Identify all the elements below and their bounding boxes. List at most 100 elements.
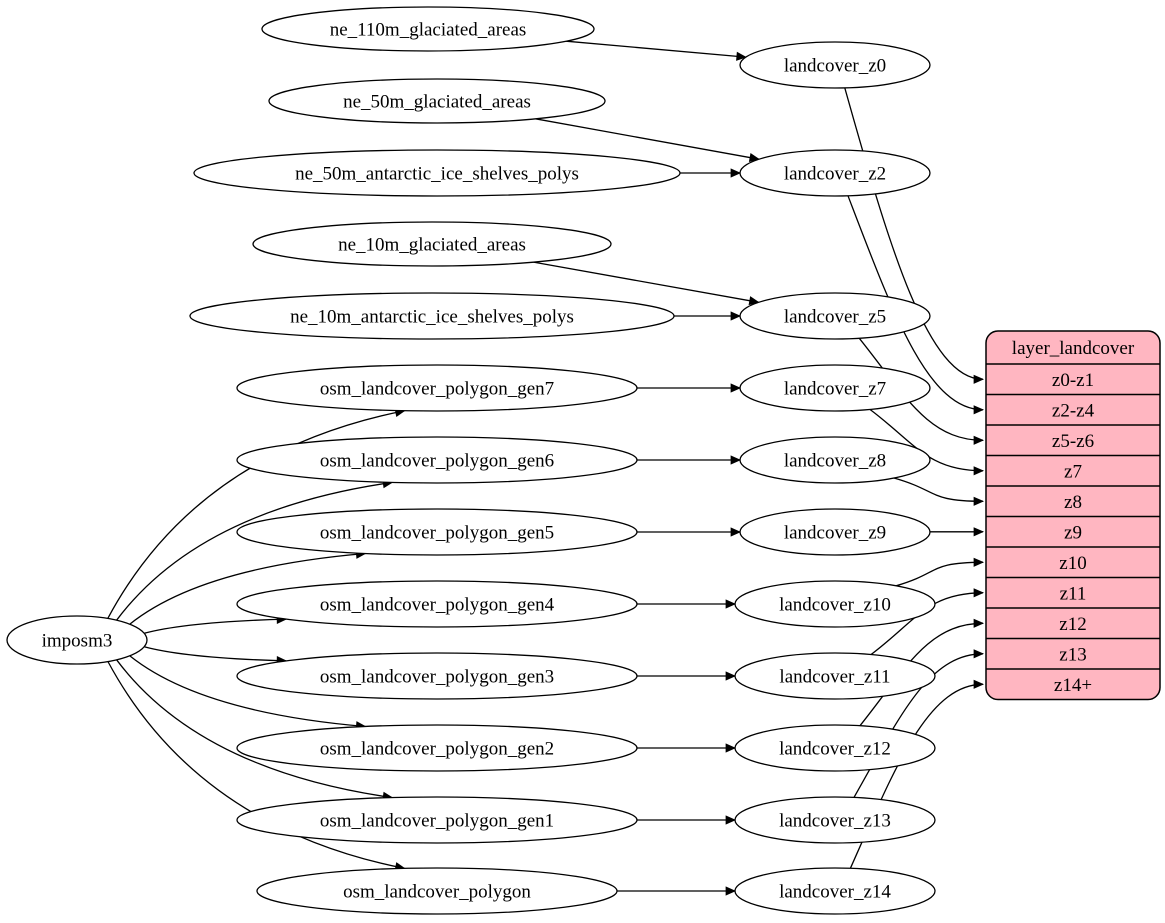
- node-shape-landcover_z14: [734, 867, 936, 915]
- node-shape-landcover_z10: [734, 580, 936, 628]
- node-label-landcover_z14: landcover_z14: [779, 882, 891, 903]
- node-osm_landcover_polygon_gen2: osm_landcover_polygon_gen2: [236, 724, 638, 772]
- node-label-ne_50m_antarctic_ice_shelves_polys: ne_50m_antarctic_ice_shelves_polys: [295, 164, 579, 185]
- node-label-osm_landcover_polygon_gen7: osm_landcover_polygon_gen7: [320, 379, 554, 400]
- node-label-landcover_z2: landcover_z2: [784, 164, 886, 185]
- node-label-landcover_z13: landcover_z13: [779, 811, 891, 832]
- record-layer_landcover: layer_landcoverz0-z1z2-z4z5-z6z7z8z9z10z…: [985, 330, 1161, 701]
- edge-ne_50m_glaciated_areas-to-landcover_z2: [535, 118, 760, 163]
- edge-landcover_z0-to-layer_landcover-row-z0-z1: [844, 87, 985, 384]
- node-osm_landcover_polygon_gen1: osm_landcover_polygon_gen1: [236, 796, 638, 844]
- edge-imposm3-to-osm_landcover_polygon_gen3: [144, 646, 288, 666]
- node-imposm3: imposm3: [6, 615, 148, 665]
- node-shape-imposm3: [6, 615, 148, 665]
- node-shape-landcover_z0: [739, 41, 931, 89]
- node-label-landcover_z10: landcover_z10: [779, 595, 891, 616]
- node-label-osm_landcover_polygon: osm_landcover_polygon: [343, 882, 531, 903]
- record-title: layer_landcover: [1012, 338, 1135, 359]
- node-osm_landcover_polygon_gen4: osm_landcover_polygon_gen4: [236, 580, 638, 628]
- node-shape-landcover_z7: [739, 364, 931, 412]
- node-shape-ne_10m_antarctic_ice_shelves_polys: [189, 292, 675, 340]
- node-landcover_z5: landcover_z5: [739, 292, 931, 340]
- node-shape-landcover_z11: [734, 652, 936, 700]
- record-row-z7: z7: [1064, 461, 1082, 482]
- record-row-z0-z1: z0-z1: [1052, 370, 1094, 391]
- node-landcover_z0: landcover_z0: [739, 41, 931, 89]
- node-shape-ne_50m_antarctic_ice_shelves_polys: [193, 149, 681, 197]
- node-label-landcover_z5: landcover_z5: [784, 307, 886, 328]
- edge-landcover_z8-to-layer_landcover-row-z8: [893, 477, 985, 506]
- node-ne_110m_glaciated_areas: ne_110m_glaciated_areas: [261, 6, 595, 52]
- edge-imposm3-to-osm_landcover_polygon_gen1: [116, 659, 394, 801]
- node-label-landcover_z0: landcover_z0: [784, 56, 886, 77]
- node-ne_50m_glaciated_areas: ne_50m_glaciated_areas: [268, 78, 606, 124]
- node-label-osm_landcover_polygon_gen3: osm_landcover_polygon_gen3: [320, 667, 554, 688]
- node-osm_landcover_polygon: osm_landcover_polygon: [256, 867, 618, 915]
- node-landcover_z12: landcover_z12: [734, 724, 936, 772]
- record-row-z10: z10: [1059, 553, 1086, 574]
- node-shape-landcover_z2: [739, 149, 931, 197]
- node-landcover_z9: landcover_z9: [739, 508, 931, 556]
- node-shape-osm_landcover_polygon_gen4: [236, 580, 638, 628]
- record-row-z12: z12: [1059, 614, 1086, 635]
- node-ne_10m_glaciated_areas: ne_10m_glaciated_areas: [252, 221, 612, 267]
- node-shape-landcover_z12: [734, 724, 936, 772]
- node-shape-landcover_z13: [734, 796, 936, 844]
- edge-landcover_z12-to-layer_landcover-row-z12: [859, 618, 985, 727]
- node-osm_landcover_polygon_gen5: osm_landcover_polygon_gen5: [236, 508, 638, 556]
- node-landcover_z2: landcover_z2: [739, 149, 931, 197]
- node-landcover_z10: landcover_z10: [734, 580, 936, 628]
- node-shape-osm_landcover_polygon_gen2: [236, 724, 638, 772]
- edge-imposm3-to-osm_landcover_polygon_gen4: [144, 614, 288, 634]
- record-row-z2-z4: z2-z4: [1052, 400, 1095, 421]
- node-shape-ne_110m_glaciated_areas: [261, 6, 595, 52]
- node-shape-osm_landcover_polygon_gen5: [236, 508, 638, 556]
- node-label-ne_50m_glaciated_areas: ne_50m_glaciated_areas: [343, 92, 531, 113]
- node-shape-osm_landcover_polygon_gen3: [236, 652, 638, 700]
- node-label-ne_10m_antarctic_ice_shelves_polys: ne_10m_antarctic_ice_shelves_polys: [290, 307, 574, 328]
- node-landcover_z13: landcover_z13: [734, 796, 936, 844]
- node-label-osm_landcover_polygon_gen6: osm_landcover_polygon_gen6: [320, 451, 554, 472]
- node-osm_landcover_polygon_gen3: osm_landcover_polygon_gen3: [236, 652, 638, 700]
- node-label-landcover_z7: landcover_z7: [784, 379, 886, 400]
- node-osm_landcover_polygon_gen6: osm_landcover_polygon_gen6: [236, 436, 638, 484]
- node-label-osm_landcover_polygon_gen5: osm_landcover_polygon_gen5: [320, 523, 554, 544]
- edge-landcover_z5-to-layer_landcover-row-z5-z6: [858, 337, 985, 445]
- edge-ne_110m_glaciated_areas-to-landcover_z0: [566, 40, 747, 61]
- edge-imposm3-to-osm_landcover_polygon_gen2: [129, 655, 367, 731]
- nodes-layer: imposm3 ne_110m_glaciated_areas landcover_…: [6, 6, 1161, 915]
- edge-imposm3-to-osm_landcover_polygon_gen5: [129, 549, 367, 625]
- node-landcover_z11: landcover_z11: [734, 652, 936, 700]
- node-shape-osm_landcover_polygon_gen1: [236, 796, 638, 844]
- node-shape-ne_10m_glaciated_areas: [252, 221, 612, 267]
- record-row-z11: z11: [1060, 583, 1087, 604]
- node-shape-landcover_z8: [739, 436, 931, 484]
- record-row-z5-z6: z5-z6: [1052, 431, 1094, 452]
- node-label-osm_landcover_polygon_gen2: osm_landcover_polygon_gen2: [320, 739, 554, 760]
- edge-imposm3-to-osm_landcover_polygon: [107, 661, 406, 872]
- node-label-ne_110m_glaciated_areas: ne_110m_glaciated_areas: [330, 20, 527, 41]
- edge-landcover_z10-to-layer_landcover-row-z10: [895, 557, 985, 587]
- node-landcover_z7: landcover_z7: [739, 364, 931, 412]
- node-osm_landcover_polygon_gen7: osm_landcover_polygon_gen7: [236, 364, 638, 412]
- edge-imposm3-to-osm_landcover_polygon_gen6: [116, 479, 394, 621]
- node-label-landcover_z8: landcover_z8: [784, 451, 886, 472]
- node-label-imposm3: imposm3: [42, 631, 113, 652]
- node-shape-ne_50m_glaciated_areas: [268, 78, 606, 124]
- node-shape-landcover_z5: [739, 292, 931, 340]
- node-label-landcover_z11: landcover_z11: [779, 667, 890, 688]
- node-label-landcover_z12: landcover_z12: [779, 739, 891, 760]
- node-shape-osm_landcover_polygon: [256, 867, 618, 915]
- node-shape-landcover_z9: [739, 508, 931, 556]
- edge-imposm3-to-osm_landcover_polygon_gen7: [107, 408, 406, 619]
- node-label-ne_10m_glaciated_areas: ne_10m_glaciated_areas: [338, 235, 526, 256]
- node-label-osm_landcover_polygon_gen1: osm_landcover_polygon_gen1: [320, 811, 554, 832]
- node-label-osm_landcover_polygon_gen4: osm_landcover_polygon_gen4: [320, 595, 555, 616]
- record-row-z14+: z14+: [1054, 675, 1092, 696]
- edge-landcover_z2-to-layer_landcover-row-z2-z4: [847, 195, 985, 415]
- node-shape-osm_landcover_polygon_gen6: [236, 436, 638, 484]
- record-row-z13: z13: [1059, 644, 1086, 665]
- record-row-z8: z8: [1064, 492, 1082, 513]
- node-landcover_z8: landcover_z8: [739, 436, 931, 484]
